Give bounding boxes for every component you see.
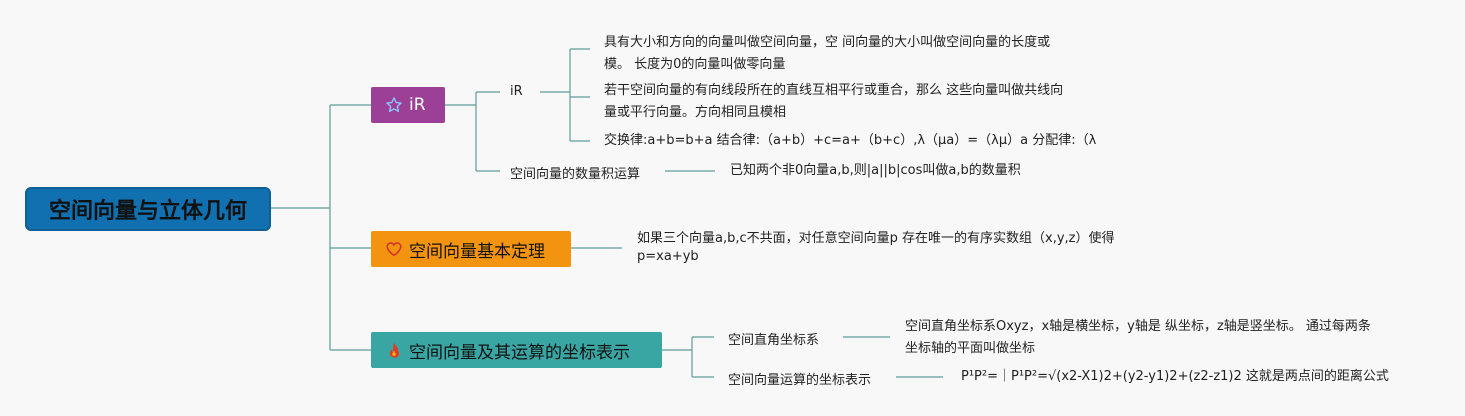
leaf-line: 空间直角坐标系Oxyz，x轴是横坐标，y轴是 纵坐标，z轴是竖坐标。 通过每两条 bbox=[905, 319, 1371, 334]
root-node[interactable]: 空间向量与立体几何 bbox=[25, 187, 271, 231]
leaf-line: 坐标轴的平面叫做坐标 bbox=[905, 341, 1036, 356]
leaf-line: 交换律:a+b=b+a 结合律:（a+b）+c=a+（b+c）,λ（μa）=（λ… bbox=[604, 133, 1097, 148]
leaf-distance-formula: P¹P²=｜P¹P²=√(x2-X1)2+(y2-y1)2+(z2-z1)2 这… bbox=[961, 366, 1389, 388]
leaf-basic-theorem: 如果三个向量a,b,c不共面，对任意空间向量p 存在唯一的有序实数组（x,y,z… bbox=[637, 230, 1115, 266]
leaf-line: 量或平行向量。方向相同且模相 bbox=[604, 105, 787, 120]
leaf-line: 已知两个非0向量a,b,则|a||b|cos叫做a,b的数量积 bbox=[730, 163, 1021, 178]
leaf-coordinate-system: 空间直角坐标系Oxyz，x轴是横坐标，y轴是 纵坐标，z轴是竖坐标。 通过每两条… bbox=[905, 316, 1371, 360]
branch-ir-label: iR bbox=[409, 95, 426, 115]
branch-basic-theorem-label: 空间向量基本定理 bbox=[409, 241, 545, 262]
branch-basic-theorem[interactable]: 空间向量基本定理 bbox=[371, 231, 571, 267]
branch-coordinate-representation-label: 空间向量及其运算的坐标表示 bbox=[409, 342, 630, 363]
leaf-dot-product: 已知两个非0向量a,b,则|a||b|cos叫做a,b的数量积 bbox=[730, 160, 1021, 182]
leaf-line: 若干空间向量的有向线段所在的直线互相平行或重合，那么 这些向量叫做共线向 bbox=[604, 83, 1064, 98]
flame-icon bbox=[385, 341, 403, 359]
leaf-line: 如果三个向量a,b,c不共面，对任意空间向量p 存在唯一的有序实数组（x,y,z… bbox=[637, 231, 1115, 246]
leaf-line: p=xa+yb bbox=[637, 249, 699, 264]
star-icon bbox=[385, 96, 403, 114]
leaf-vector-definition: 具有大小和方向的向量叫做空间向量，空 间向量的大小叫做空间向量的长度或 模。 长… bbox=[604, 32, 1050, 76]
sub-ir-label[interactable]: iR bbox=[510, 84, 523, 99]
leaf-line: 具有大小和方向的向量叫做空间向量，空 间向量的大小叫做空间向量的长度或 bbox=[604, 35, 1051, 50]
branch-coordinate-representation[interactable]: 空间向量及其运算的坐标表示 bbox=[371, 332, 662, 368]
sub-coordinate-system-label[interactable]: 空间直角坐标系 bbox=[728, 333, 820, 348]
leaf-operation-laws: 交换律:a+b=b+a 结合律:（a+b）+c=a+（b+c）,λ（μa）=（λ… bbox=[604, 130, 1096, 152]
leaf-line: P¹P²=｜P¹P²=√(x2-X1)2+(y2-y1)2+(z2-z1)2 这… bbox=[961, 369, 1389, 384]
leaf-collinear-vectors: 若干空间向量的有向线段所在的直线互相平行或重合，那么 这些向量叫做共线向 量或平… bbox=[604, 80, 1063, 124]
root-label: 空间向量与立体几何 bbox=[48, 199, 247, 224]
heart-icon bbox=[385, 240, 403, 258]
sub-coordinate-operation-label[interactable]: 空间向量运算的坐标表示 bbox=[728, 373, 872, 388]
sub-dot-product-label[interactable]: 空间向量的数量积运算 bbox=[510, 167, 641, 182]
leaf-line: 模。 长度为0的向量叫做零向量 bbox=[604, 57, 786, 72]
branch-ir[interactable]: iR bbox=[371, 87, 445, 123]
